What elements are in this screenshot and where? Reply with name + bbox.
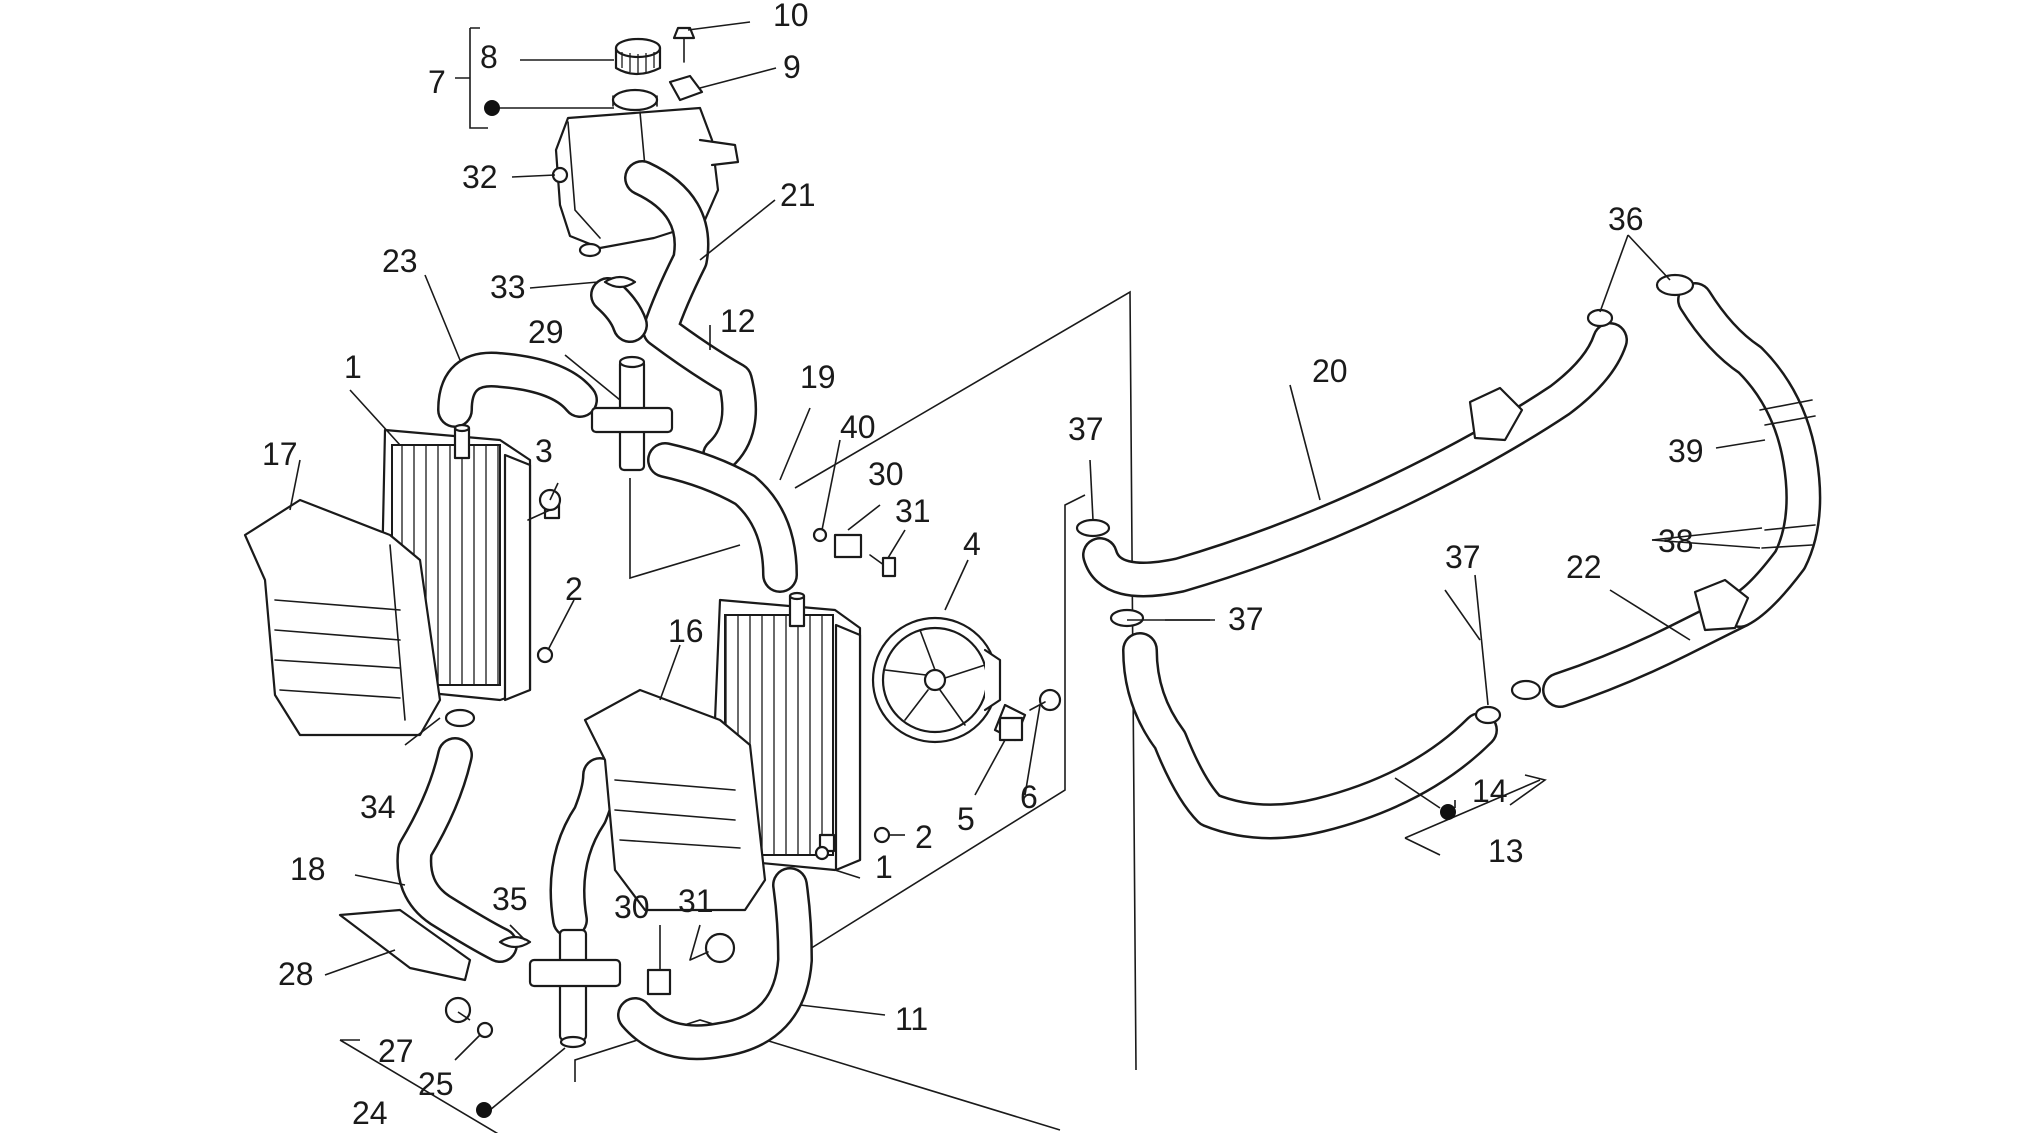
hoses [396,160,1822,1061]
label-27: 27 [378,1033,414,1069]
label-40: 40 [840,409,876,445]
shroud-left [243,498,442,737]
label-25: 25 [418,1066,454,1102]
tank-cap [614,37,662,76]
dot-tank-assembly [484,100,500,116]
label-13: 13 [1488,833,1524,869]
label-2b: 2 [915,819,933,855]
label-23: 23 [382,243,418,279]
label-8: 8 [480,39,498,75]
label-20: 20 [1312,353,1348,389]
label-22: 22 [1566,549,1602,585]
label-34: 34 [360,789,396,825]
dot-t-assembly [476,1102,492,1118]
label-35: 35 [492,881,528,917]
label-31a: 31 [895,493,931,529]
label-38: 38 [1658,523,1694,559]
label-39: 39 [1668,433,1704,469]
leader-lines [289,21,1766,1133]
label-1b: 1 [875,849,893,885]
label-24: 24 [352,1095,388,1131]
label-18: 18 [290,851,326,887]
label-37c: 37 [1445,539,1481,575]
assembly-dots [476,100,1456,1118]
label-29: 29 [528,314,564,350]
hose-flanges [1468,386,1816,632]
label-2a: 2 [565,571,583,607]
label-32: 32 [462,159,498,195]
lower-t-fitting [528,928,622,1049]
label-30b: 30 [614,889,650,925]
label-1: 1 [344,349,362,385]
label-16: 16 [668,613,704,649]
label-4: 4 [963,526,981,562]
label-10: 10 [773,0,809,33]
hardware [338,166,1695,1039]
label-14: 14 [1472,773,1508,809]
label-30a: 30 [868,456,904,492]
label-37a: 37 [1068,411,1104,447]
upper-t-fitting [590,355,674,472]
label-19: 19 [800,359,836,395]
label-31b: 31 [678,883,714,919]
dot-hose-assembly [1440,804,1456,820]
label-11: 11 [895,1001,928,1037]
label-9: 9 [783,49,801,85]
label-21: 21 [780,177,816,213]
label-36: 36 [1608,201,1644,237]
label-3: 3 [535,433,553,469]
label-17: 17 [262,436,298,472]
label-28: 28 [278,956,314,992]
label-12: 12 [720,303,756,339]
part-labels: 10 8 9 7 32 21 23 33 12 29 1 19 17 3 40 … [262,0,1704,1131]
label-7: 7 [428,64,446,100]
label-5: 5 [957,801,975,837]
shroud-right [583,688,767,912]
label-37b: 37 [1228,601,1264,637]
label-6: 6 [1020,779,1038,815]
label-33: 33 [490,269,526,305]
tank-bracket [668,26,704,102]
